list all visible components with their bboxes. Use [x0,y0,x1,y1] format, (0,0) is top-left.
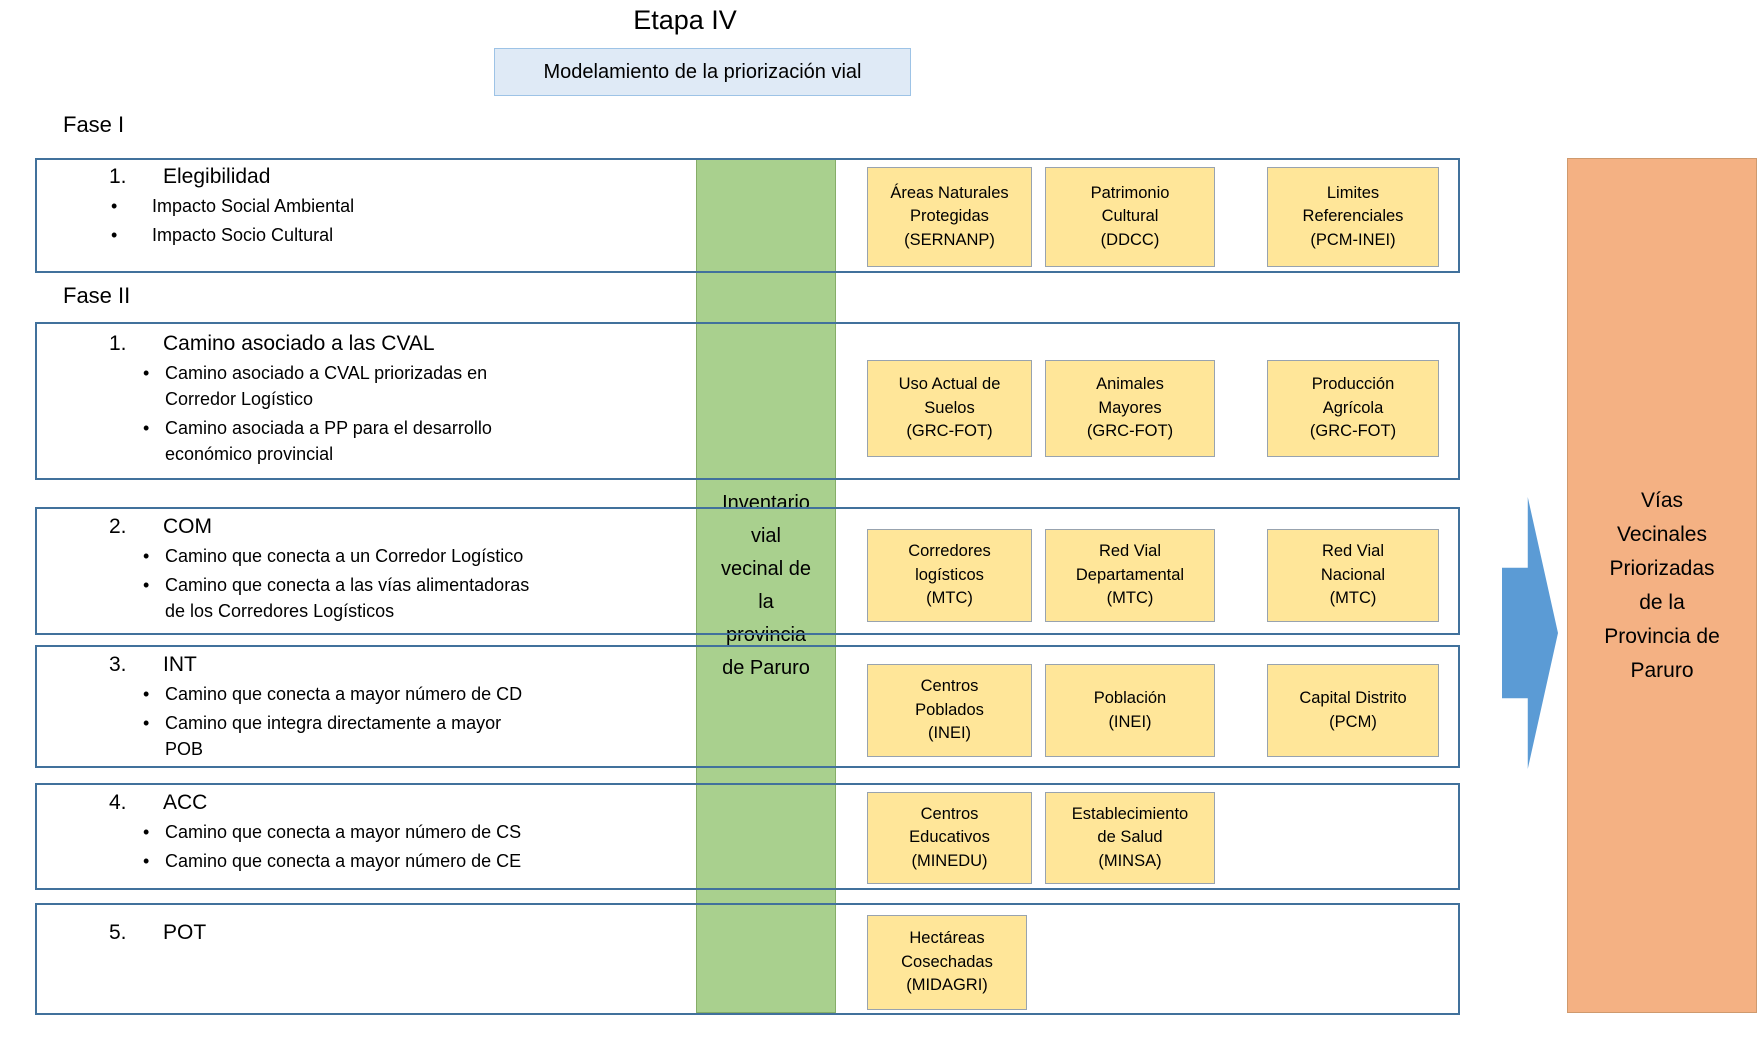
source-box-centros-poblados: Centros Poblados (INEI) [867,664,1032,757]
section-heading-row: 1. Camino asociado a las CVAL [37,324,1458,356]
source-box-centros-educativos: Centros Educativos (MINEDU) [867,792,1032,884]
section-heading-row: 2. COM [37,509,1458,539]
bullet-list: Camino que conecta a mayor número de CD … [37,681,1458,762]
section-number: 5. [109,921,127,944]
section-heading-row: 1. Elegibilidad [37,160,1458,189]
result-box: Vías Vecinales Priorizadas de la Provinc… [1567,158,1757,1013]
source-box-limites-referenciales: Limites Referenciales (PCM-INEI) [1267,167,1439,267]
bullet-item: Camino que conecta a mayor número de CS [37,819,1458,845]
section-heading: ACC [163,791,208,814]
source-box-corredores-logisticos: Corredores logísticos (MTC) [867,529,1032,622]
section-heading: INT [163,653,197,676]
section-heading: POT [163,921,207,944]
bullet-item: Camino que conecta a mayor número de CD [37,681,1458,707]
section-heading: COM [163,515,212,538]
bullet-list: Camino asociado a CVAL priorizadas en Co… [37,360,1458,467]
source-box-uso-actual-suelos: Uso Actual de Suelos (GRC-FOT) [867,360,1032,457]
section-heading-row: 3. INT [37,647,1458,677]
source-box-hectareas-cosechadas: Hectáreas Cosechadas (MIDAGRI) [867,915,1027,1010]
section-number: 4. [109,791,127,814]
source-box-capital-distrito: Capital Distrito (PCM) [1267,664,1439,757]
subtitle-box: Modelamiento de la priorización vial [494,48,911,96]
bullet-item: Camino asociada a PP para el desarrollo … [37,415,1458,467]
bullet-item: Camino que conecta a mayor número de CE [37,848,1458,874]
bullet-list: Camino que conecta a mayor número de CS … [37,819,1458,874]
section-heading-row: 4. ACC [37,785,1458,815]
source-box-patrimonio-cultural: Patrimonio Cultural (DDCC) [1045,167,1215,267]
bullet-item: Camino que conecta a un Corredor Logísti… [37,543,1458,569]
section-pot: 5. POT Hectáreas Cosechadas (MIDAGRI) [35,903,1460,1015]
source-box-red-vial-departamental: Red Vial Departamental (MTC) [1045,529,1215,622]
page-title: Etapa IV [633,5,737,35]
section-acc: 4. ACC Camino que conecta a mayor número… [35,783,1460,890]
source-box-areas-naturales: Áreas Naturales Protegidas (SERNANP) [867,167,1032,267]
section-number: 3. [109,653,127,676]
source-box-animales-mayores: Animales Mayores (GRC-FOT) [1045,360,1215,457]
section-cval: 1. Camino asociado a las CVAL Camino aso… [35,322,1460,480]
bullet-item: Impacto Socio Cultural [37,222,1458,248]
source-box-poblacion: Población (INEI) [1045,664,1215,757]
bullet-list: Impacto Social Ambiental Impacto Socio C… [37,193,1458,248]
section-number: 1. [109,165,127,188]
source-box-produccion-agricola: Producción Agrícola (GRC-FOT) [1267,360,1439,457]
section-heading: Camino asociado a las CVAL [163,332,435,355]
section-number: 2. [109,515,127,538]
section-elegibilidad: 1. Elegibilidad Impacto Social Ambiental… [35,158,1460,273]
bullet-item: Camino que integra directamente a mayor … [37,710,1458,762]
bullet-item: Camino que conecta a las vías alimentado… [37,572,1458,624]
section-heading: Elegibilidad [163,165,271,188]
section-heading-row: 5. POT [37,905,1458,945]
section-number: 1. [109,332,127,355]
right-arrow-icon [1502,497,1558,769]
source-box-red-vial-nacional: Red Vial Nacional (MTC) [1267,529,1439,622]
fase-1-label: Fase I [63,112,125,137]
bullet-item: Impacto Social Ambiental [37,193,1458,219]
fase-2-label: Fase II [63,283,131,308]
bullet-item: Camino asociado a CVAL priorizadas en Co… [37,360,1458,412]
source-box-establecimiento-salud: Establecimiento de Salud (MINSA) [1045,792,1215,884]
bullet-list: Camino que conecta a un Corredor Logísti… [37,543,1458,624]
section-int: 3. INT Camino que conecta a mayor número… [35,645,1460,768]
section-com: 2. COM Camino que conecta a un Corredor … [35,507,1460,635]
